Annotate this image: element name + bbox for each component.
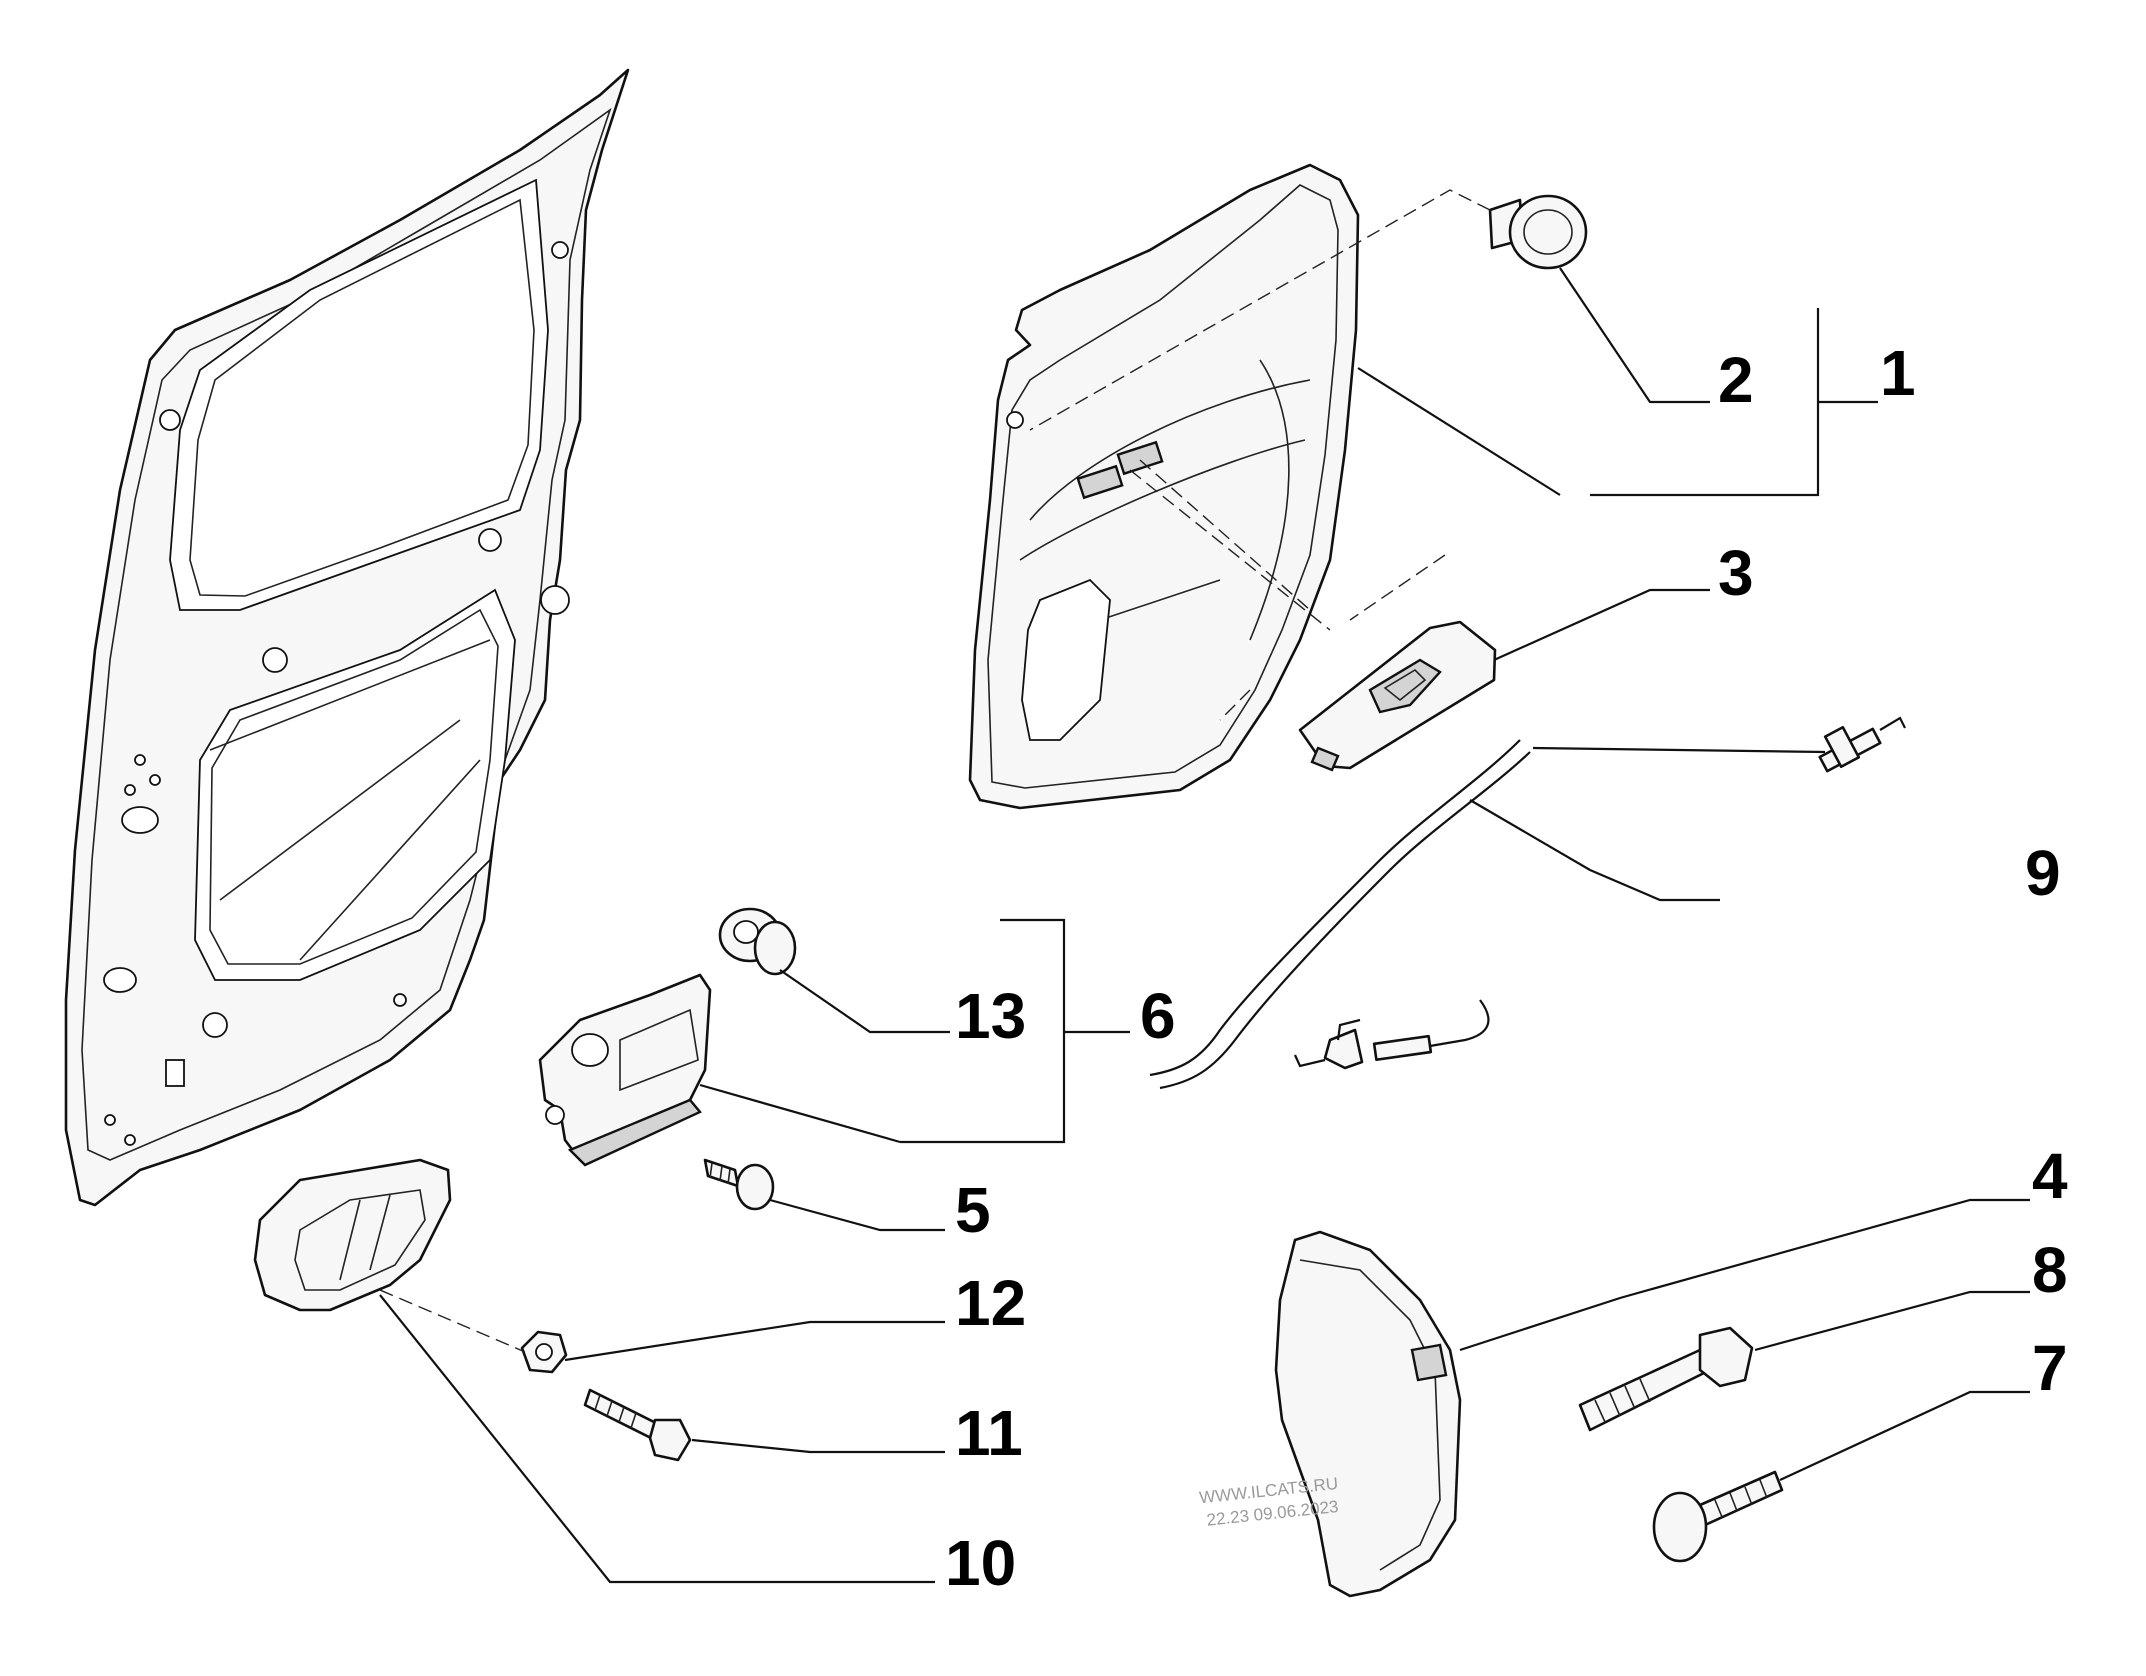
screw-5: [703, 1158, 775, 1211]
window-switch: [1298, 620, 1497, 772]
door-trim-panel: [968, 163, 1360, 810]
screw-7: [1652, 1470, 1784, 1563]
callout-8: 8: [2032, 1234, 2068, 1306]
callout-labels: 1 2 3 4 5 6 7 8 9 10 11 12 13: [945, 337, 2068, 1599]
trim-cover: [1274, 1230, 1462, 1598]
callout-3: 3: [1718, 537, 1754, 609]
callout-4: 4: [2032, 1140, 2068, 1212]
callout-5: 5: [955, 1174, 991, 1246]
handle-bushing: [718, 907, 797, 976]
callout-10: 10: [945, 1527, 1016, 1599]
nut-12: [520, 1330, 568, 1374]
callout-13: 13: [955, 980, 1026, 1052]
door-shell: [64, 68, 630, 1207]
assembly-lines: [379, 189, 1491, 1353]
trim-clip: [1488, 194, 1588, 270]
callout-9: 9: [2025, 837, 2061, 909]
callout-7: 7: [2032, 1332, 2068, 1404]
callout-12: 12: [955, 1267, 1026, 1339]
leader-lines: [379, 267, 2030, 1584]
callout-1: 1: [1880, 337, 1916, 409]
bolt-11: [583, 1388, 692, 1462]
callout-2: 2: [1718, 344, 1754, 416]
release-cable: [1149, 716, 1906, 1090]
callout-6: 6: [1140, 980, 1176, 1052]
callout-11: 11: [955, 1397, 1023, 1469]
handle-bezel: [253, 1158, 452, 1312]
screw-8: [1578, 1326, 1754, 1432]
inner-handle: [538, 973, 712, 1167]
